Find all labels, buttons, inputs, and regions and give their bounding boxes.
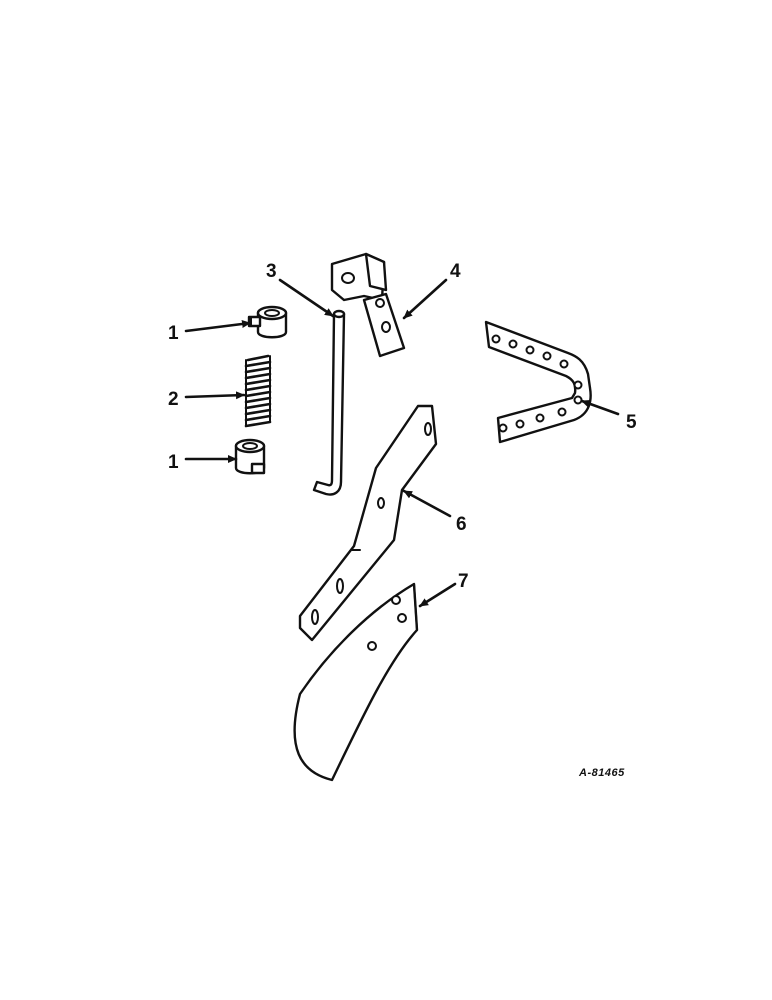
leader-2 [184, 391, 246, 400]
callout-1-lower: 1 [168, 452, 179, 473]
collar-upper [247, 305, 288, 339]
bracket [330, 252, 406, 358]
callout-3: 3 [266, 261, 277, 282]
leader-4 [402, 278, 448, 320]
leader-7 [418, 582, 457, 608]
leader-lines [184, 278, 620, 608]
angle-brace [484, 320, 592, 444]
drawing-code: A-81465 [578, 767, 625, 779]
callout-1-upper: 1 [168, 323, 179, 344]
callout-5: 5 [626, 412, 637, 433]
collar-lower [234, 438, 266, 475]
leader-6 [402, 489, 452, 518]
leader-3 [278, 278, 335, 318]
sweep-blade [293, 582, 419, 782]
callout-7: 7 [458, 571, 469, 592]
leader-5 [580, 399, 620, 416]
leader-1-upper [184, 320, 252, 333]
callout-2: 2 [168, 389, 179, 410]
callout-4: 4 [450, 261, 461, 282]
rod [312, 309, 346, 496]
callout-6: 6 [456, 514, 467, 535]
shank [298, 404, 438, 642]
spring [244, 354, 272, 428]
